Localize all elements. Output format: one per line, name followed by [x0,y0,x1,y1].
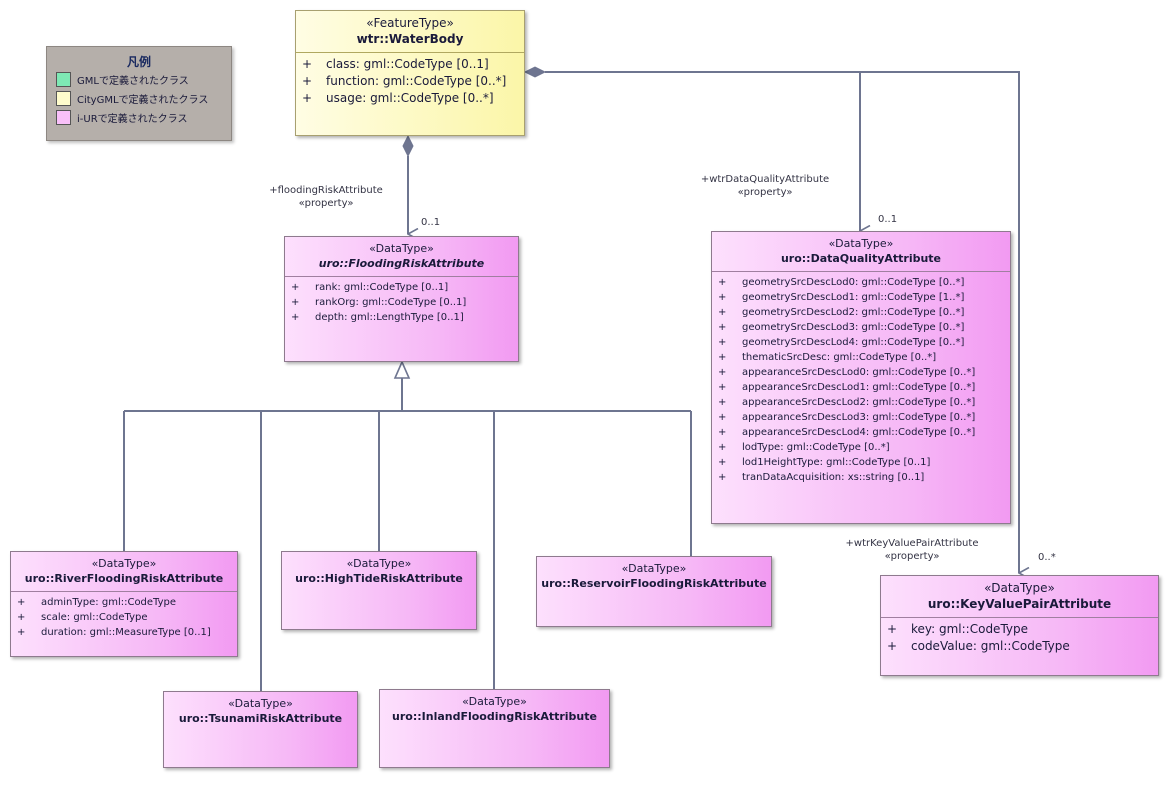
attribute: +rankOrg: gml::CodeType [0..1] [291,297,467,308]
attribute: +codeValue: gml::CodeType [887,639,1070,653]
class-key-value-pair-attribute[interactable]: «DataType» uro::KeyValuePairAttribute +k… [880,575,1159,676]
flooding-role-label: +floodingRiskAttribute «property» [269,185,383,209]
attribute: +appearanceSrcDescLod4: gml::CodeType [0… [718,427,976,438]
legend-label-iur: i-URで定義されたクラス [77,114,188,125]
legend-title: 凡例 [126,55,151,69]
class-name: uro::DataQualityAttribute [780,252,942,265]
class-name: wtr::WaterBody [356,32,464,46]
stereotype: «DataType» [346,557,412,570]
attribute: +adminType: gml::CodeType [17,597,177,608]
attribute: +geometrySrcDescLod4: gml::CodeType [0..… [718,337,965,348]
class-river-flooding-risk-attribute[interactable]: «DataType» uro::RiverFloodingRiskAttribu… [10,551,238,657]
flooding-multiplicity: 0..1 [421,217,441,228]
class-inland-flooding-risk-attribute[interactable]: «DataType» uro::InlandFloodingRiskAttrib… [379,689,610,768]
stereotype: «DataType» [369,242,434,255]
attribute: +tranDataAcquisition: xs::string [0..1] [718,472,925,483]
stereotype: «DataType» [462,695,527,708]
attribute: +geometrySrcDescLod0: gml::CodeType [0..… [718,277,965,288]
class-name: uro::RiverFloodingRiskAttribute [24,572,224,585]
legend-item-gml: GMLで定義されたクラス [56,70,231,89]
stereotype: «DataType» [91,557,157,570]
attribute: +key: gml::CodeType [887,622,1028,636]
class-high-tide-risk-attribute[interactable]: «DataType» uro::HighTideRiskAttribute [281,551,477,630]
attribute: +function: gml::CodeType [0..*] [302,74,507,88]
dataquality-multiplicity: 0..1 [878,214,898,225]
composition-diamond-flooding [402,134,414,158]
attribute: +scale: gml::CodeType [17,612,148,623]
class-name: uro::KeyValuePairAttribute [927,597,1112,611]
legend-item-citygml: CityGMLで定義されたクラス [56,89,231,108]
stereotype: «DataType» [828,237,894,250]
attribute: +appearanceSrcDescLod0: gml::CodeType [0… [718,367,976,378]
class-name: uro::InlandFloodingRiskAttribute [392,710,597,723]
stereotype: «FeatureType» [366,16,454,30]
keyvalue-association-line [860,71,1019,573]
class-name: uro::ReservoirFloodingRiskAttribute [541,577,767,590]
attribute: +class: gml::CodeType [0..1] [302,57,489,71]
generalization-triangle [393,360,411,379]
attribute: +duration: gml::MeasureType [0..1] [17,627,211,638]
legend-item-iur: i-URで定義されたクラス [56,108,231,127]
keyvalue-multiplicity: 0..* [1038,552,1056,563]
attribute: +geometrySrcDescLod3: gml::CodeType [0..… [718,322,965,333]
class-tsunami-risk-attribute[interactable]: «DataType» uro::TsunamiRiskAttribute [163,691,358,768]
legend: 凡例 GMLで定義されたクラス CityGMLで定義されたクラス i-URで定義… [46,46,232,141]
attribute: +usage: gml::CodeType [0..*] [302,91,494,105]
keyvalue-role-label: +wtrKeyValuePairAttribute «property» [845,538,979,562]
class-name: uro::TsunamiRiskAttribute [178,712,343,725]
legend-swatch-gml [56,72,71,87]
legend-label-gml: GMLで定義されたクラス [77,76,189,87]
legend-swatch-iur [56,110,71,125]
attribute: +depth: gml::LengthType [0..1] [291,312,464,323]
class-data-quality-attribute[interactable]: «DataType» uro::DataQualityAttribute +ge… [711,231,1011,524]
class-reservoir-flooding-risk-attribute[interactable]: «DataType» uro::ReservoirFloodingRiskAtt… [536,556,772,627]
attribute: +geometrySrcDescLod2: gml::CodeType [0..… [718,307,965,318]
dataquality-association-line [545,71,860,231]
dataquality-role-label: +wtrDataQualityAttribute «property» [700,174,830,198]
stereotype: «DataType» [984,581,1055,595]
attribute: +rank: gml::CodeType [0..1] [291,282,449,293]
attribute: +lod1HeightType: gml::CodeType [0..1] [718,457,931,468]
attribute: +thematicSrcDesc: gml::CodeType [0..*] [718,352,937,363]
composition-diamond-right [523,66,547,78]
class-name: uro::HighTideRiskAttribute [295,572,463,585]
attribute: +appearanceSrcDescLod2: gml::CodeType [0… [718,397,976,408]
attribute: +geometrySrcDescLod1: gml::CodeType [1..… [718,292,965,303]
legend-label-citygml: CityGMLで定義されたクラス [77,95,209,106]
class-waterbody[interactable]: «FeatureType» wtr::WaterBody +class: gml… [295,10,525,136]
attribute: +appearanceSrcDescLod1: gml::CodeType [0… [718,382,976,393]
class-flooding-risk-attribute[interactable]: «DataType» uro::FloodingRiskAttribute +r… [284,236,519,362]
legend-swatch-citygml [56,91,71,106]
stereotype: «DataType» [621,562,687,575]
class-name: uro::FloodingRiskAttribute [318,257,485,270]
attribute: +lodType: gml::CodeType [0..*] [718,442,890,453]
stereotype: «DataType» [228,697,293,710]
attribute: +appearanceSrcDescLod3: gml::CodeType [0… [718,412,976,423]
